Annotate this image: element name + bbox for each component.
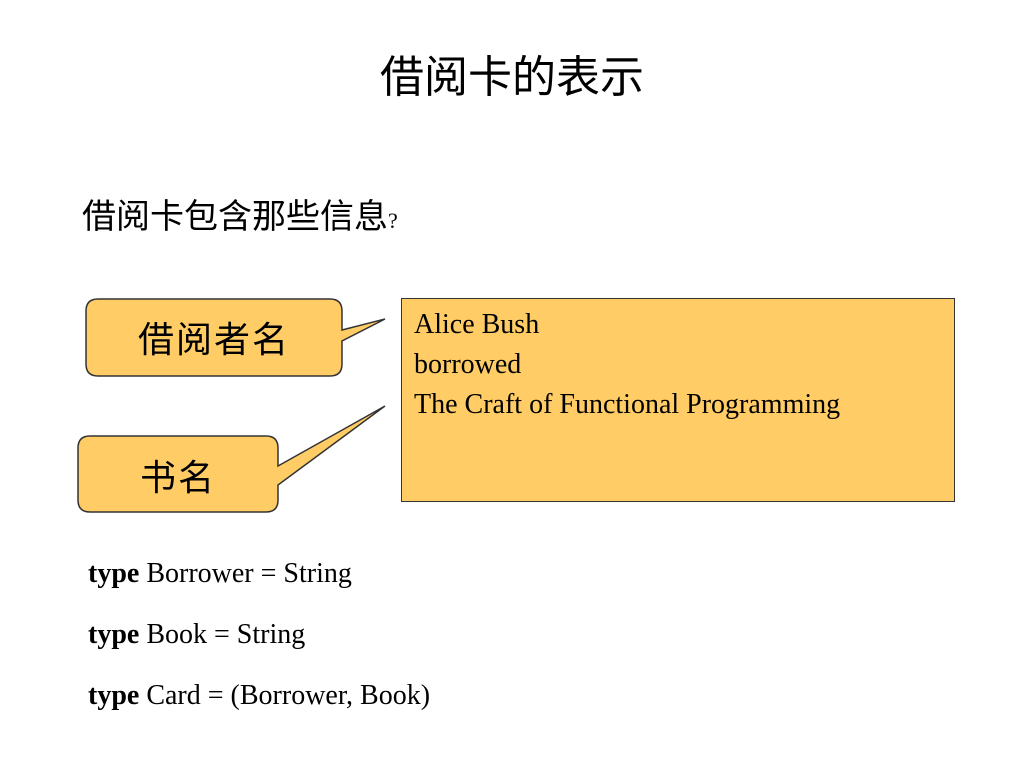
type-definition-book: type Book = String — [88, 613, 430, 674]
card-line-borrower: Alice Bush — [414, 309, 540, 340]
type-keyword: type — [88, 558, 140, 589]
type-keyword: type — [88, 680, 140, 711]
type-definition-body: Book = String — [146, 619, 306, 650]
type-definition-body: Card = (Borrower, Book) — [146, 680, 431, 711]
type-keyword: type — [88, 619, 140, 650]
question-mark: ? — [388, 208, 398, 233]
card-line-verb: borrowed — [414, 349, 522, 380]
question-text: 借阅卡包含那些信息? — [82, 192, 398, 246]
type-definition-card: type Card = (Borrower, Book) — [88, 674, 430, 735]
borrower-callout-label: 借阅者名 — [137, 320, 290, 361]
slide-title: 借阅卡的表示 — [380, 52, 644, 103]
type-definitions: type Borrower = String type Book = Strin… — [88, 552, 430, 735]
book-callout-shape — [77, 405, 386, 513]
borrow-card: Alice Bush borrowed The Craft of Functio… — [401, 298, 955, 502]
question-label: 借阅卡包含那些信息 — [82, 197, 388, 237]
type-definition-borrower: type Borrower = String — [88, 552, 430, 613]
borrower-callout-shape — [85, 298, 386, 377]
book-callout-label: 书名 — [139, 458, 216, 499]
card-line-book: The Craft of Functional Programming — [414, 389, 841, 420]
type-definition-body: Borrower = String — [146, 558, 352, 589]
